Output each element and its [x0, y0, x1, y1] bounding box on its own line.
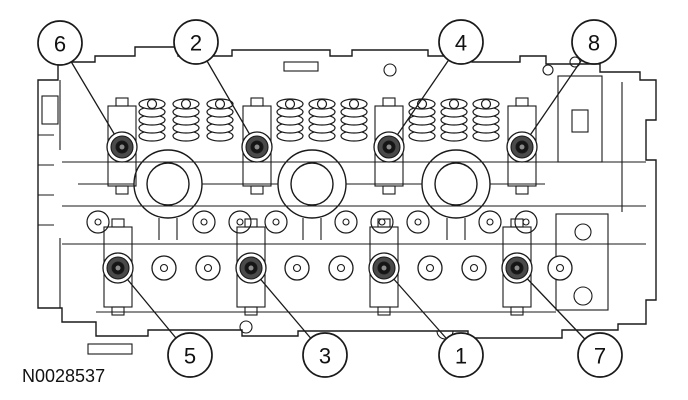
cam-cap-tab-top-1: [377, 218, 391, 228]
callout-circle-8: [571, 19, 617, 65]
cam-cap-tab-bottom-7: [510, 306, 524, 316]
cam-cap-tab-top-3: [244, 218, 258, 228]
bolt-position-6: [106, 131, 138, 163]
bolt-position-1: [368, 252, 400, 284]
lifter-bores-mid: [86, 210, 538, 234]
callout-2: 2: [173, 19, 219, 65]
cam-cap-tab-bottom-3: [244, 306, 258, 316]
cam-cap-tab-top-4: [382, 97, 396, 107]
callout-number-7: 7: [594, 344, 606, 369]
bolt-position-5: [102, 252, 134, 284]
bolt-position-8: [506, 131, 538, 163]
callout-number-1: 1: [455, 344, 467, 369]
leader-lines: [59, 41, 601, 356]
callout-circle-5: [167, 332, 213, 378]
callout-circle-1: [438, 332, 484, 378]
callout-circle-4: [438, 19, 484, 65]
figure-id: N0028537: [22, 366, 105, 386]
callout-number-6: 6: [54, 32, 66, 57]
cam-cap-tab-bottom-5: [111, 306, 125, 316]
callout-7: 7: [577, 332, 623, 378]
callout-number-5: 5: [184, 344, 196, 369]
cam-cap-tab-top-2: [250, 97, 264, 107]
callout-3: 3: [302, 332, 348, 378]
sequence-callouts: 1 2 3 4 5 6 7 8: [37, 19, 623, 378]
cam-cap-tab-top-6: [115, 97, 129, 107]
callout-circle-3: [302, 332, 348, 378]
large-bores: [78, 149, 545, 240]
callout-number-8: 8: [588, 31, 600, 56]
callout-5: 5: [167, 332, 213, 378]
callout-circle-7: [577, 332, 623, 378]
cam-cap-tab-bottom-6: [115, 185, 129, 195]
bolt-position-2: [241, 131, 273, 163]
top-casting-details: [283, 61, 554, 77]
callout-number-3: 3: [319, 344, 331, 369]
left-casting-details: [38, 80, 61, 308]
engine-body-outline: [37, 46, 657, 339]
callout-4: 4: [438, 19, 484, 65]
cam-cap-tab-bottom-2: [250, 185, 264, 195]
bolt-position-7: [501, 252, 533, 284]
cam-cap-tab-top-5: [111, 218, 125, 228]
cam-cap-tab-bottom-8: [515, 185, 529, 195]
callout-1: 1: [438, 332, 484, 378]
callout-circle-6: [37, 20, 83, 66]
cam-cap-tab-top-8: [515, 97, 529, 107]
head-rails: [62, 161, 646, 313]
callout-number-4: 4: [455, 31, 467, 56]
callout-6: 6: [37, 20, 83, 66]
bottom-casting-details: [87, 320, 454, 355]
bolt-position-4: [373, 131, 405, 163]
callout-8: 8: [571, 19, 617, 65]
cam-cap-tab-bottom-1: [377, 306, 391, 316]
callout-circle-2: [173, 19, 219, 65]
bolt-position-3: [235, 252, 267, 284]
valve-spring-stacks: [138, 98, 500, 142]
callout-number-2: 2: [190, 31, 202, 56]
cam-cap-tab-bottom-4: [382, 185, 396, 195]
cam-cap-tab-top-7: [510, 218, 524, 228]
